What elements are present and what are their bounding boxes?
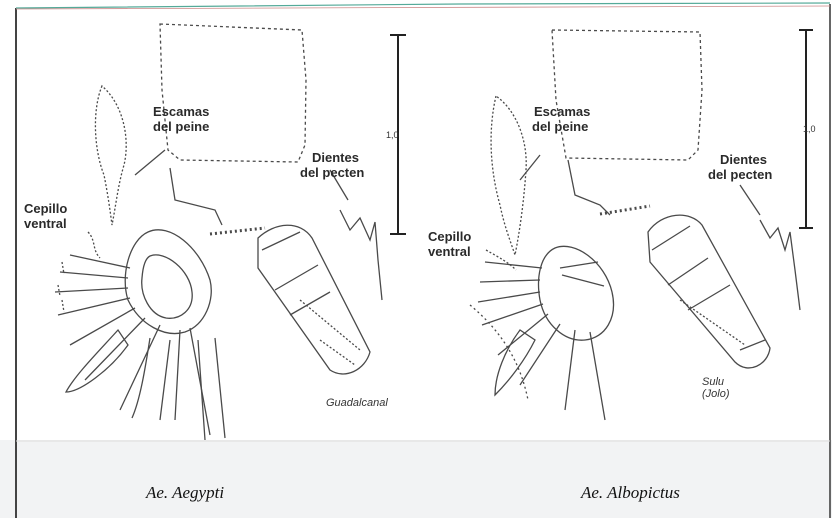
- right-pecten-tooth: [760, 220, 800, 310]
- caption-band: [0, 440, 832, 518]
- right-scale-value: 1,0: [803, 124, 816, 134]
- left-label-comb-scales-line1: Escamas: [153, 104, 209, 119]
- right-label-comb-scales: Escamas del peine: [532, 104, 590, 134]
- right-locality-line2: (Jolo): [702, 388, 730, 400]
- left-label-ventral-brush: Cepillo ventral: [24, 201, 67, 231]
- left-segment: [160, 24, 306, 162]
- left-larva-drawing: [55, 24, 406, 440]
- right-segment: [552, 30, 702, 160]
- right-label-pecten-teeth: Dientes del pecten: [708, 152, 772, 182]
- left-locality-line1: Guadalcanal: [326, 397, 388, 409]
- right-larva-drawing: [470, 30, 813, 420]
- right-label-pecten-teeth-line2: del pecten: [708, 167, 772, 182]
- left-label-ventral-brush-line1: Cepillo: [24, 201, 67, 216]
- right-species-caption: Ae. Albopictus: [581, 483, 680, 503]
- left-label-ventral-brush-line2: ventral: [24, 216, 67, 231]
- left-scale-value: 1,0: [386, 130, 399, 140]
- right-scales-pointer: [520, 155, 610, 215]
- right-brush-lobe: [539, 246, 614, 340]
- right-comb-scale: [491, 96, 526, 255]
- left-label-pecten-teeth: Dientes del pecten: [300, 150, 364, 180]
- left-pecten-tooth: [340, 210, 382, 300]
- left-comb-scale: [95, 86, 126, 225]
- left-label-pecten-teeth-line1: Dientes: [300, 150, 364, 165]
- right-locality: Sulu (Jolo): [702, 376, 730, 400]
- right-label-ventral-brush-line2: ventral: [428, 244, 471, 259]
- right-label-ventral-brush: Cepillo ventral: [428, 229, 471, 259]
- left-label-comb-scales: Escamas del peine: [153, 104, 209, 134]
- left-fan-leaf: [66, 330, 128, 392]
- right-label-ventral-brush-line1: Cepillo: [428, 229, 471, 244]
- left-scales-pointer: [135, 150, 222, 225]
- right-label-comb-scales-line1: Escamas: [532, 104, 590, 119]
- right-label-pecten-teeth-line1: Dientes: [708, 152, 772, 167]
- right-locality-line1: Sulu: [702, 376, 730, 388]
- right-fan-leaf: [495, 330, 535, 395]
- left-label-comb-scales-line2: del peine: [153, 119, 209, 134]
- left-comb-row: [210, 228, 265, 234]
- left-siphon: [258, 225, 370, 374]
- left-locality: Guadalcanal: [326, 397, 388, 409]
- left-label-pecten-teeth-line2: del pecten: [300, 165, 364, 180]
- left-species-caption: Ae. Aegypti: [146, 483, 224, 503]
- right-label-comb-scales-line2: del peine: [532, 119, 590, 134]
